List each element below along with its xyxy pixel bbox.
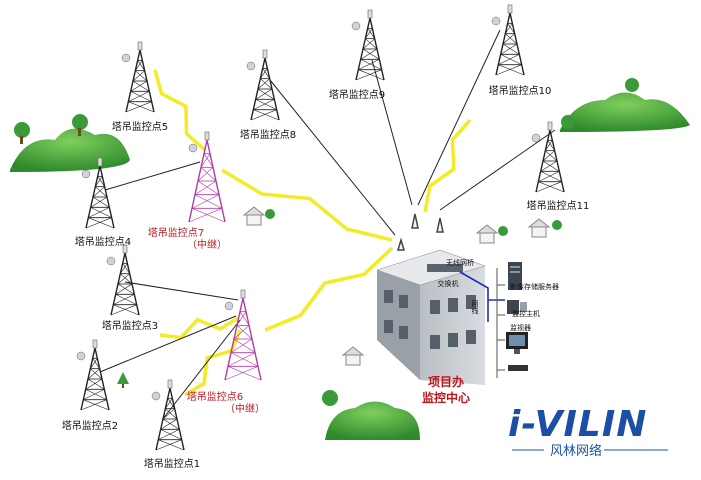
tower-p5 [121,41,155,113]
camera-icon [121,53,131,63]
camera-icon [224,301,234,311]
center-title-2: 监控中心 [422,390,470,405]
house-3 [527,218,562,238]
house-4 [341,346,365,366]
tower-label-p5: 塔吊监控点5 [112,120,168,133]
tower-p8 [246,49,280,121]
tower-p3 [106,244,140,316]
monitoring-host-icon [507,300,527,314]
wireless-bridge-label: 无线网桥 [446,258,474,267]
tower-label-p10: 塔吊监控点10 [489,84,552,97]
hill-bottom [322,390,420,440]
logo-sub-text: 风林网络 [550,443,602,459]
switch-label: 交换机 [438,279,459,288]
camera-icon [531,133,541,143]
camera-icon [491,16,501,26]
monitoring-host-label: 监控主机 [512,309,540,318]
camera-icon [106,256,116,266]
tower-label-p4: 塔吊监控点4 [75,235,131,248]
hill-right [560,78,690,132]
storage-server-label: 影像存储服务器 [510,282,559,291]
tower-label-p1: 塔吊监控点1 [144,457,200,470]
tower-p1 [151,379,185,451]
link-p10-center [423,118,472,213]
link-p5-r7 [153,69,207,152]
tower-p9 [351,9,385,81]
relay-sub-7: （中继） [187,238,227,251]
ivilin-logo: i-VILIN 风林网络 [508,404,668,459]
tower-p11 [531,121,565,193]
tree-small [117,372,129,388]
camera-icon [81,169,91,179]
camera-icon [246,61,256,71]
relay-sub-6: （中继） [225,402,265,415]
tower-label-p3: 塔吊监控点3 [102,319,158,332]
house-2 [475,224,508,244]
link-p1-r6 [184,329,242,397]
house-1 [242,206,275,226]
thin-links [99,29,556,421]
tower-label-p2: 塔吊监控点2 [62,419,118,432]
relay-tower-r7 [188,131,226,223]
camera-icon [351,21,361,31]
relay-label-7: 塔吊监控点7 [148,226,204,239]
tower-p4 [81,157,115,229]
wireless-links [153,69,472,397]
center-title-1: 项目办 [428,374,464,389]
camera-icon [188,143,198,153]
relay-label-6: 塔吊监控点6 [187,390,243,403]
tower-label-p9: 塔吊监控点9 [329,88,385,101]
tower-p2 [76,339,110,411]
switch-device [427,264,463,272]
relay-tower-r6 [224,289,262,381]
link-r7-center [221,168,393,242]
camera-icon [151,391,161,401]
monitor-icon [506,332,528,371]
link-r6-center [264,246,394,332]
logo-main-text: i-VILIN [508,404,647,445]
monitor-label: 监视器 [510,323,531,332]
tower-p10 [491,4,525,76]
cable-label: 网线 [471,300,479,314]
tower-layer [76,4,565,451]
storage-server-icon [508,262,522,290]
camera-icon [76,351,86,361]
link-p3-r6 [159,316,239,340]
tower-labels: 塔吊监控点1 塔吊监控点2 塔吊监控点3 塔吊监控点4 塔吊监控点5 塔吊监控点8 塔吊监控… [62,84,590,470]
tower-label-p8: 塔吊监控点8 [240,128,296,141]
monitoring-center-building [376,213,486,385]
tower-label-p11: 塔吊监控点11 [527,199,590,212]
